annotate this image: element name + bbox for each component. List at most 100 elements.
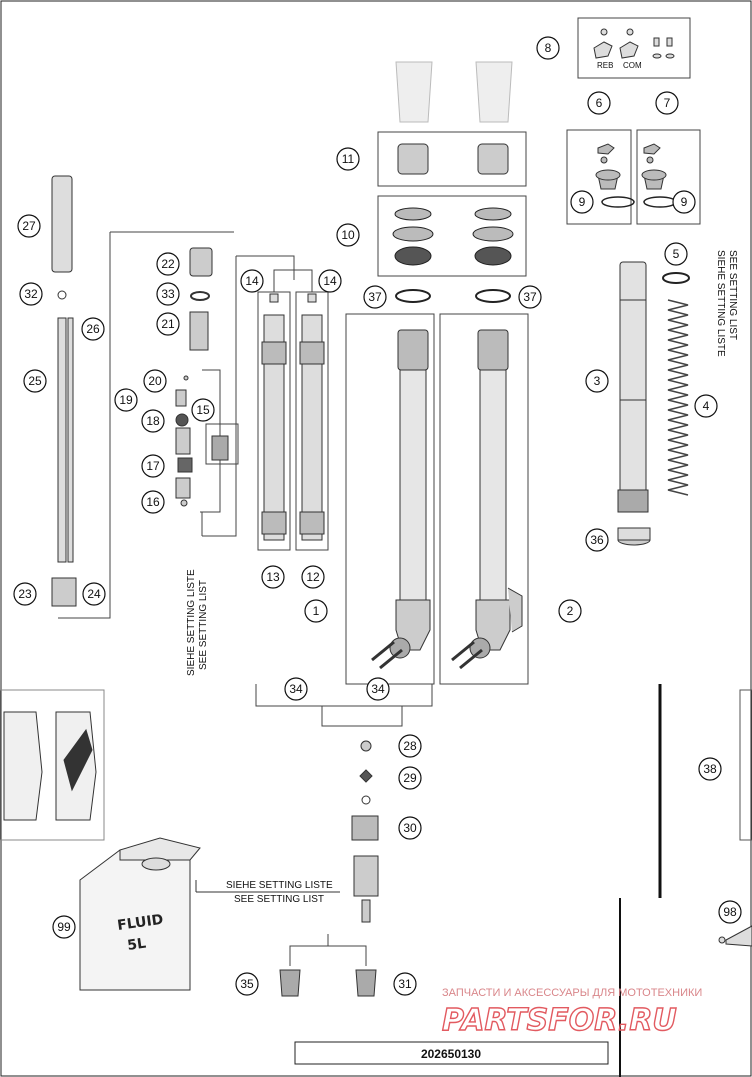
callout-circle <box>13 582 37 606</box>
callout-c33: 33 <box>156 282 180 306</box>
callout-c32: 32 <box>19 282 43 306</box>
callout-circle <box>240 269 264 293</box>
dust-seals <box>397 143 509 175</box>
callout-circle <box>336 223 360 247</box>
callout-circle <box>19 282 43 306</box>
callout-circle <box>82 582 106 606</box>
spring-seat-36 <box>617 527 651 546</box>
adjuster-kit-box <box>577 17 691 79</box>
callout-c98: 98 <box>718 900 742 924</box>
watermark-tagline: ЗАПЧАСТИ И АКСЕССУАРЫ ДЛЯ МОТОТЕХНИКИ <box>442 987 702 999</box>
rod-box-23 <box>51 577 77 607</box>
setting-note-en-left: SEE SETTING LIST <box>198 580 209 670</box>
callout-circle <box>558 599 582 623</box>
callout-circle <box>156 282 180 306</box>
callout-circle <box>52 915 76 939</box>
callout-number: 33 <box>161 287 175 301</box>
bracket-14 <box>202 255 313 537</box>
callout-c9a: 9 <box>570 190 594 214</box>
callout-number: 9 <box>681 195 688 209</box>
o-rings-9 <box>601 196 677 208</box>
callout-number: 5 <box>673 247 680 261</box>
callout-circle <box>235 972 259 996</box>
callout-number: 31 <box>398 977 412 991</box>
callout-c27: 27 <box>17 214 41 238</box>
callout-number: 29 <box>403 771 417 785</box>
callout-number: 12 <box>306 570 320 584</box>
callout-number: 36 <box>590 533 604 547</box>
valve-box-15 <box>205 423 239 465</box>
o-rings-37 <box>395 289 511 303</box>
callout-circle <box>261 565 285 589</box>
callout-circle <box>156 312 180 336</box>
callout-c5: 5 <box>664 242 688 266</box>
callout-number: 19 <box>119 393 133 407</box>
callout-number: 27 <box>22 219 36 233</box>
callout-circle <box>664 242 688 266</box>
callout-c10: 10 <box>336 223 360 247</box>
callout-circle <box>141 454 165 478</box>
damper-box-6 <box>566 129 632 225</box>
callout-c18: 18 <box>141 409 165 433</box>
bracket-left-assembly <box>58 231 234 619</box>
callout-c6: 6 <box>587 91 611 115</box>
callout-number: 14 <box>323 274 337 288</box>
callout-circle <box>398 766 422 790</box>
watermark-brand: PARTSFOR.RU <box>442 1003 677 1038</box>
callout-circle <box>191 398 215 422</box>
callout-c29: 29 <box>398 766 422 790</box>
callout-circle <box>318 269 342 293</box>
callout-circle <box>398 734 422 758</box>
setting-note-de-bottom: SIEHE SETTING LISTE <box>226 880 333 891</box>
callout-number: 38 <box>703 762 717 776</box>
callout-c24: 24 <box>82 582 106 606</box>
callout-number: 99 <box>57 920 71 934</box>
callout-number: 30 <box>403 821 417 835</box>
callout-circle <box>536 36 560 60</box>
callout-circle <box>23 369 47 393</box>
callout-number: 22 <box>161 257 175 271</box>
callout-c19: 19 <box>114 388 138 412</box>
callout-circle <box>301 565 325 589</box>
cartridge-tube <box>617 261 649 513</box>
rod-assembly <box>51 175 74 563</box>
callout-c36: 36 <box>585 528 609 552</box>
callout-c26: 26 <box>81 317 105 341</box>
callout-circle <box>141 490 165 514</box>
base-valve-parts <box>279 740 379 997</box>
callout-c22: 22 <box>156 252 180 276</box>
callout-c34b: 34 <box>366 677 390 701</box>
callout-circle <box>585 369 609 393</box>
callout-circle <box>17 214 41 238</box>
bracket-35-31 <box>289 934 367 966</box>
callout-number: 13 <box>266 570 280 584</box>
fluid-label-line1: FLUID <box>116 912 164 934</box>
reb-label: REB <box>597 61 613 70</box>
callout-c8: 8 <box>536 36 560 60</box>
callout-circle <box>398 816 422 840</box>
callout-number: 98 <box>723 905 737 919</box>
callout-circle <box>718 900 742 924</box>
fork-top-caps <box>395 61 513 123</box>
callout-c20: 20 <box>143 369 167 393</box>
callout-c14b: 14 <box>318 269 342 293</box>
fork-leg-right <box>451 329 523 670</box>
callout-number: 35 <box>240 977 254 991</box>
damper-box-7 <box>636 129 701 225</box>
callout-number: 2 <box>567 604 574 618</box>
callout-c38: 38 <box>698 757 722 781</box>
callout-circle <box>143 369 167 393</box>
callout-number: 18 <box>146 414 160 428</box>
fluid-can <box>79 837 201 991</box>
callout-circle <box>694 394 718 418</box>
fork-leg-box-1 <box>345 313 435 685</box>
callout-number: 10 <box>341 228 355 242</box>
drawing-number-box <box>294 1041 609 1065</box>
callout-c2: 2 <box>558 599 582 623</box>
callout-circle <box>587 91 611 115</box>
fork-guards <box>3 711 97 821</box>
callout-circle <box>570 190 594 214</box>
